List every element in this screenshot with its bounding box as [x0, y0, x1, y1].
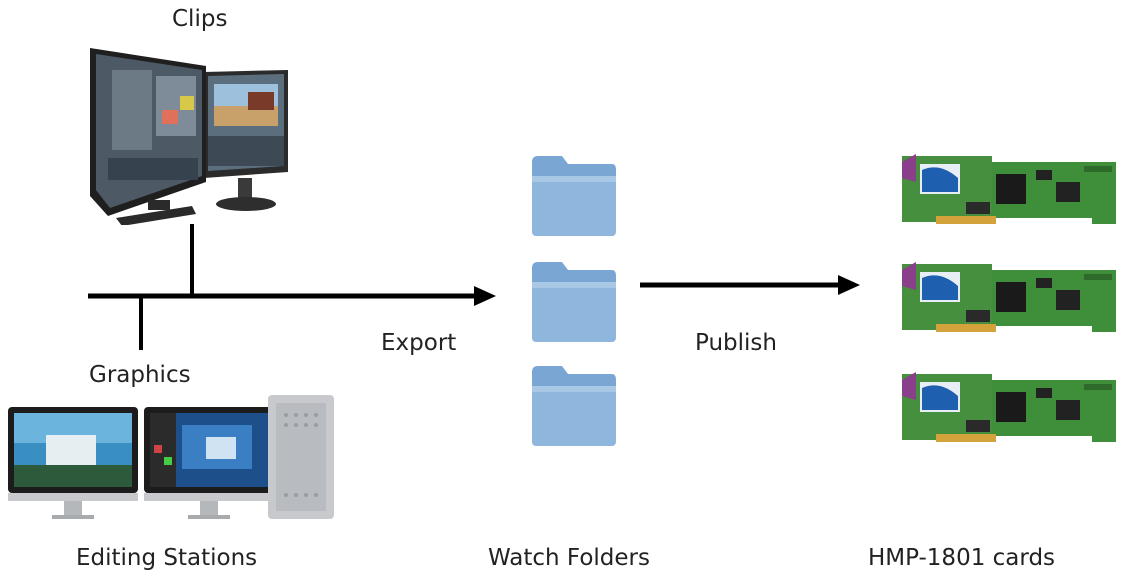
export-label: Export [381, 330, 457, 356]
hmp-card-image [902, 262, 1116, 332]
folder-icon [532, 156, 616, 236]
folder-icon [532, 262, 616, 342]
graphics-label: Graphics [89, 362, 191, 388]
clips-monitors-image [90, 48, 288, 225]
hmp-card-image [902, 154, 1116, 224]
export-connector [88, 224, 496, 350]
publish-arrow [640, 275, 860, 295]
editing-stations-image [8, 395, 334, 519]
folder-icon [532, 366, 616, 446]
watch-folders-label: Watch Folders [488, 545, 650, 571]
editing-stations-label: Editing Stations [76, 545, 258, 571]
hmp-card-image [902, 372, 1116, 442]
publish-label: Publish [695, 330, 777, 356]
clips-label: Clips [172, 6, 228, 32]
hmp-cards-label: HMP-1801 cards [868, 545, 1056, 571]
